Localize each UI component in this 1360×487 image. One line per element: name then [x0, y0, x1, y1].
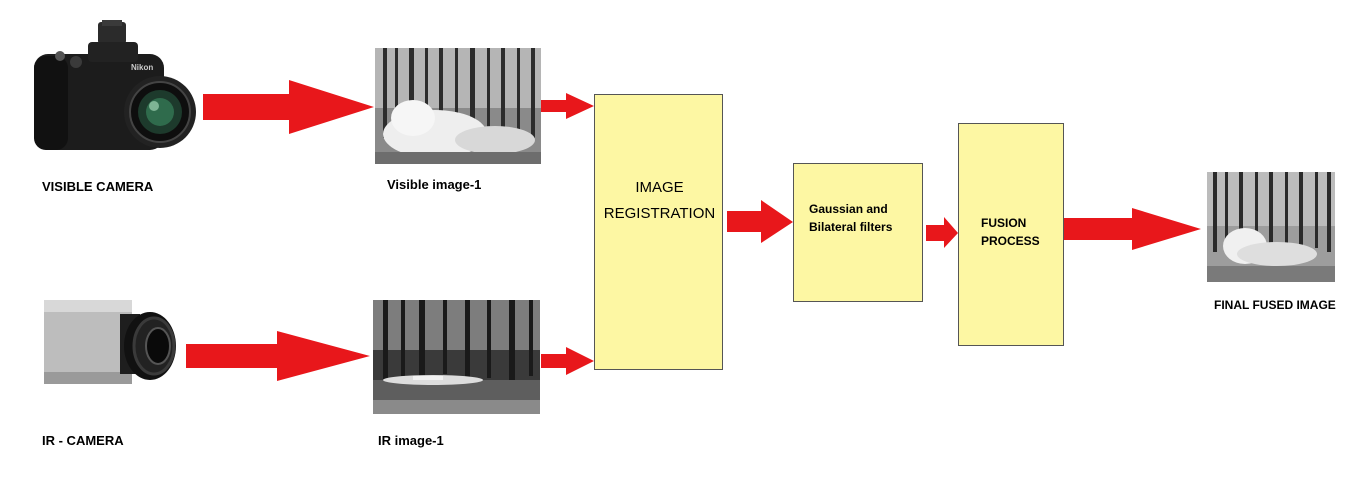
image-registration-label: IMAGE REGISTRATION: [603, 179, 716, 222]
ir-image-label: IR image-1: [378, 433, 444, 448]
thermal-camera-icon: [44, 300, 176, 384]
arrow-ir-image-to-registration: [541, 347, 594, 375]
arrow-fusion-to-final: [1063, 208, 1201, 250]
arrow-ir-camera-to-image: [186, 331, 370, 381]
visible-image-label: Visible image-1: [387, 177, 482, 192]
filters-label: Gaussian and Bilateral filters: [809, 202, 893, 234]
fusion-process-label: FUSION PROCESS: [981, 216, 1040, 248]
arrow-visible-camera-to-image: [203, 80, 374, 134]
arrow-filters-to-fusion: [926, 217, 958, 248]
filters-box: Gaussian and Bilateral filters: [793, 163, 923, 302]
final-fused-image-thumbnail: [1207, 172, 1335, 282]
final-fused-image-label: FINAL FUSED IMAGE: [1214, 298, 1336, 312]
arrow-registration-to-filters: [727, 200, 793, 243]
visible-image-thumbnail: [375, 48, 541, 164]
dslr-camera-icon: Nikon: [34, 20, 196, 150]
fusion-process-box: FUSION PROCESS: [958, 123, 1064, 346]
image-registration-box: IMAGE REGISTRATION: [594, 94, 723, 370]
ir-camera-label: IR - CAMERA: [42, 433, 124, 448]
arrow-visible-image-to-registration: [541, 93, 594, 119]
ir-image-thumbnail: [373, 300, 540, 414]
camera-brand-text: Nikon: [131, 63, 153, 72]
visible-camera-label: VISIBLE CAMERA: [42, 179, 154, 194]
